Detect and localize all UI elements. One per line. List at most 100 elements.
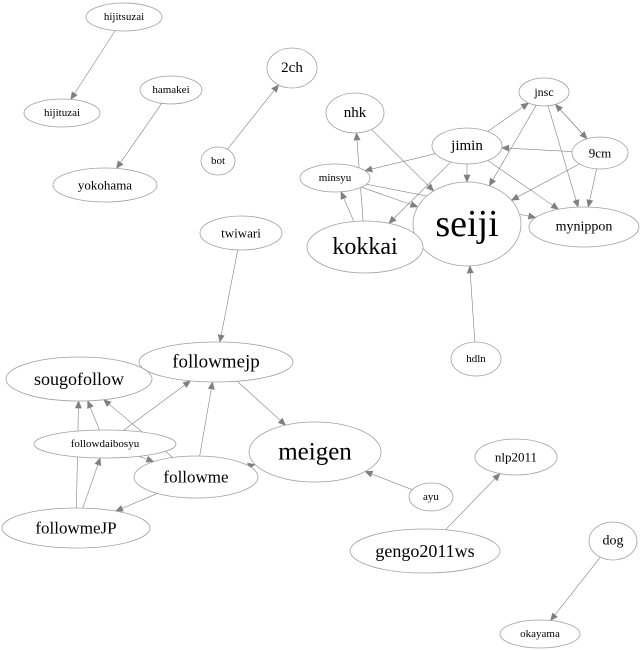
arrowhead-icon [520,102,530,110]
edge-jnsc-to-seiji [488,105,537,187]
node-ellipse [518,77,570,107]
node-minsyu: minsyu [299,163,371,193]
edge-line [138,456,148,460]
edge-jimin-to-seiji [463,164,471,183]
arrowhead-icon [510,193,520,201]
edge-line [220,249,239,336]
node-ellipse [85,2,163,32]
node-ellipse [325,92,385,134]
node-nlp2011: nlp2011 [474,438,558,476]
arrowhead-icon [115,505,124,512]
edge-line [487,106,523,132]
edge-line [120,103,162,163]
node-label: mynippon [556,220,613,235]
edge-nhk-to-seiji [371,129,435,192]
edge-line [589,168,597,201]
node-label: 2ch [281,60,303,76]
edge-followdaibosyu-to-followmejp [123,380,192,431]
node-ellipse [199,215,283,251]
node-label: twiwari [221,226,261,241]
arrowhead-icon [340,191,348,200]
edge-line [343,198,355,222]
node-label: gengo2011ws [375,541,474,561]
node-ellipse [299,163,371,193]
edge-line [227,90,275,150]
node-ellipse [266,47,318,89]
edge-jimin-to-mynippon [487,160,560,210]
node-ellipse [499,619,581,649]
node-yokohama: yokohama [52,167,158,203]
node-label: meigen [278,439,352,466]
node-9cm: 9cm [571,136,629,170]
arrowhead-icon [488,177,496,187]
arrowhead-icon [550,612,558,622]
node-followme: followme [133,455,259,499]
node-label: followdaibosyu [71,438,140,450]
edge-gengo2011ws-to-nlp2011 [445,473,501,531]
edge-line [547,105,577,201]
node-hijituzai: hijituzai [23,98,101,128]
edge-minsyu-to-seiji [361,186,419,208]
edge-line [90,407,100,431]
edge-line [445,478,496,531]
edge-followdaibosyu-to-sougofollow [87,400,100,431]
arrowhead-icon [74,400,82,409]
node-label: 9cm [589,146,611,161]
node-gengo2011ws: gengo2011ws [349,528,501,574]
node-jnsc: jnsc [518,77,570,107]
edge-followmeJP-to-followdaibosyu [82,457,102,509]
edge-line [199,388,212,457]
node-hamakei: hamakei [139,75,203,105]
node-ellipse [138,341,294,383]
node-ellipse [306,220,424,274]
node-seiji: seiji [412,181,522,267]
edge-line [371,129,429,187]
edge-kokkai-to-minsyu [340,191,355,222]
arrowhead-icon [182,380,192,388]
node-ellipse [474,438,558,476]
node-label: hijitsuzai [104,11,144,23]
edge-9cm-to-seiji [510,163,580,201]
arrowhead-icon [492,473,501,482]
edge-followmeJP-to-sougofollow [74,400,82,509]
edge-followme-to-followmejp [199,381,215,457]
edge-jimin-to-kokkai [388,161,452,224]
node-label: nhk [344,105,367,121]
node-okayama: okayama [499,619,581,649]
node-jimin: jimin [431,127,503,165]
edge-followme-to-followmeJP [115,493,158,512]
node-nhk: nhk [325,92,385,134]
node-ellipse [1,507,151,549]
node-hijitsuzai: hijitsuzai [85,2,163,32]
edge-line [76,407,79,509]
node-label: sougofollow [34,369,124,389]
arrowhead-icon [388,215,397,224]
node-label: jimin [450,138,483,154]
arrowhead-icon [103,399,112,408]
node-label: yokohama [78,178,132,193]
arrowhead-icon [579,131,588,140]
edge-hdln-to-seiji [466,265,476,343]
node-ellipse [248,421,382,483]
node-ellipse [33,429,177,459]
node-dog: dog [588,521,638,561]
node-meigen: meigen [248,421,382,483]
node-ellipse [200,146,236,176]
edge-followdaibosyu-to-followme [138,455,155,463]
node-label: followmeJP [35,519,116,538]
arrowhead-icon [217,334,225,343]
arrowhead-icon [501,144,510,152]
edge-jimin-to-minsyu [364,153,436,173]
edge-line [555,104,583,134]
node-ellipse [571,136,629,170]
edge-line [371,473,413,490]
edge-line [122,493,158,509]
edge-line [82,464,99,509]
edge-line [554,556,601,616]
node-label: minsyu [319,172,352,184]
edge-9cm-to-mynippon [586,168,597,208]
edge-hamakei-to-yokohama [116,103,162,170]
edge-ayu-to-meigen [364,470,413,490]
arrowhead-icon [586,199,594,208]
edge-line [361,186,412,205]
